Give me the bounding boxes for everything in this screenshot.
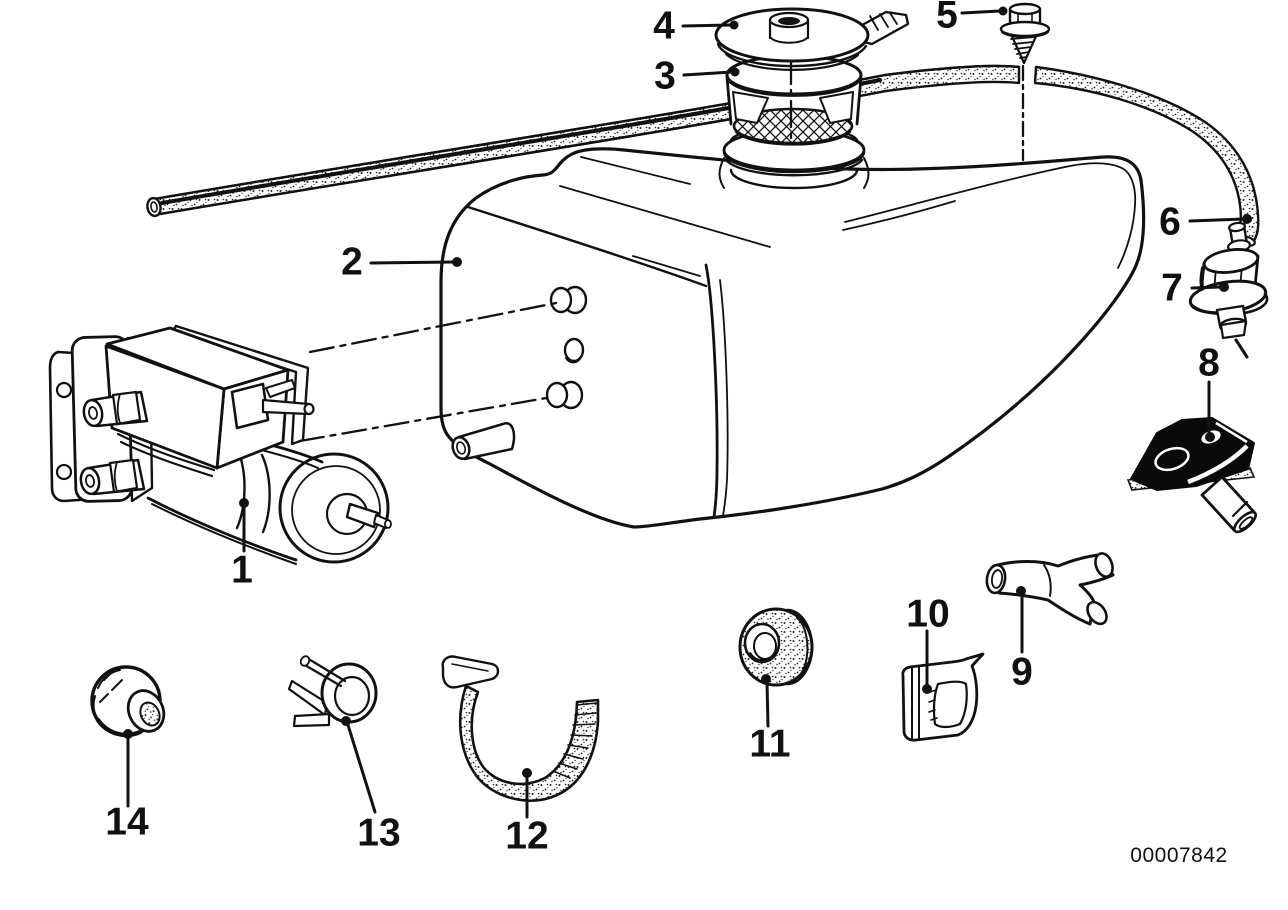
callout-10: 10 xyxy=(906,593,950,694)
pump-electrical-connector xyxy=(230,379,315,430)
callout-label-13: 13 xyxy=(357,812,400,855)
callout-12: 12 xyxy=(505,768,549,858)
callout-label-12: 12 xyxy=(505,815,548,858)
callout-label-2: 2 xyxy=(341,241,363,284)
front-face-dimple xyxy=(563,337,585,363)
callout-4: 4 xyxy=(653,5,739,48)
callout-label-1: 1 xyxy=(231,549,253,592)
filler-strainer xyxy=(725,54,863,146)
t-hose-connector xyxy=(985,552,1115,626)
hose-clip xyxy=(287,655,378,728)
mounting-boss-lower xyxy=(545,380,584,410)
callout-label-14: 14 xyxy=(105,801,149,844)
callout-5: 5 xyxy=(936,0,1008,37)
callout-8: 8 xyxy=(1198,342,1220,442)
callout-6: 6 xyxy=(1159,201,1252,244)
self-tapping-screw xyxy=(999,2,1051,162)
washer-pump xyxy=(48,324,392,565)
callout-2: 2 xyxy=(341,241,462,284)
cap-center-hub xyxy=(768,11,810,44)
callout-label-8: 8 xyxy=(1198,342,1220,385)
callout-9: 9 xyxy=(1011,586,1033,694)
washer-jet-nozzle xyxy=(1126,417,1257,534)
reservoir-cap xyxy=(714,7,910,146)
callout-13: 13 xyxy=(341,716,401,855)
pump-inlet-barb-lower xyxy=(79,458,146,496)
callout-label-11: 11 xyxy=(749,723,790,766)
alignment-centerlines xyxy=(298,301,558,443)
callout-label-4: 4 xyxy=(653,5,675,48)
pump-outlet-nipple xyxy=(345,502,392,529)
plug-grommet xyxy=(90,665,166,738)
callout-label-9: 9 xyxy=(1011,651,1033,694)
nozzle-spout xyxy=(1200,475,1257,534)
pump-inlet-barb-upper xyxy=(82,390,149,428)
grommet xyxy=(738,607,814,687)
callout-3: 3 xyxy=(654,55,740,98)
retaining-clip xyxy=(901,652,985,742)
mounting-boss-upper xyxy=(549,285,588,315)
callout-label-3: 3 xyxy=(654,55,676,98)
drawing-number: 00007842 xyxy=(1130,844,1227,867)
callout-11: 11 xyxy=(749,674,791,766)
callout-label-7: 7 xyxy=(1161,267,1183,310)
callout-label-5: 5 xyxy=(936,0,958,37)
reservoir-outlet-spigot xyxy=(451,422,516,461)
callout-14: 14 xyxy=(105,729,149,844)
callout-1: 1 xyxy=(231,498,253,592)
washer-fluid-reservoir xyxy=(439,124,1146,529)
retaining-strap xyxy=(441,655,600,802)
callout-7: 7 xyxy=(1161,267,1229,310)
callout-label-10: 10 xyxy=(906,593,949,636)
callout-label-6: 6 xyxy=(1159,201,1181,244)
